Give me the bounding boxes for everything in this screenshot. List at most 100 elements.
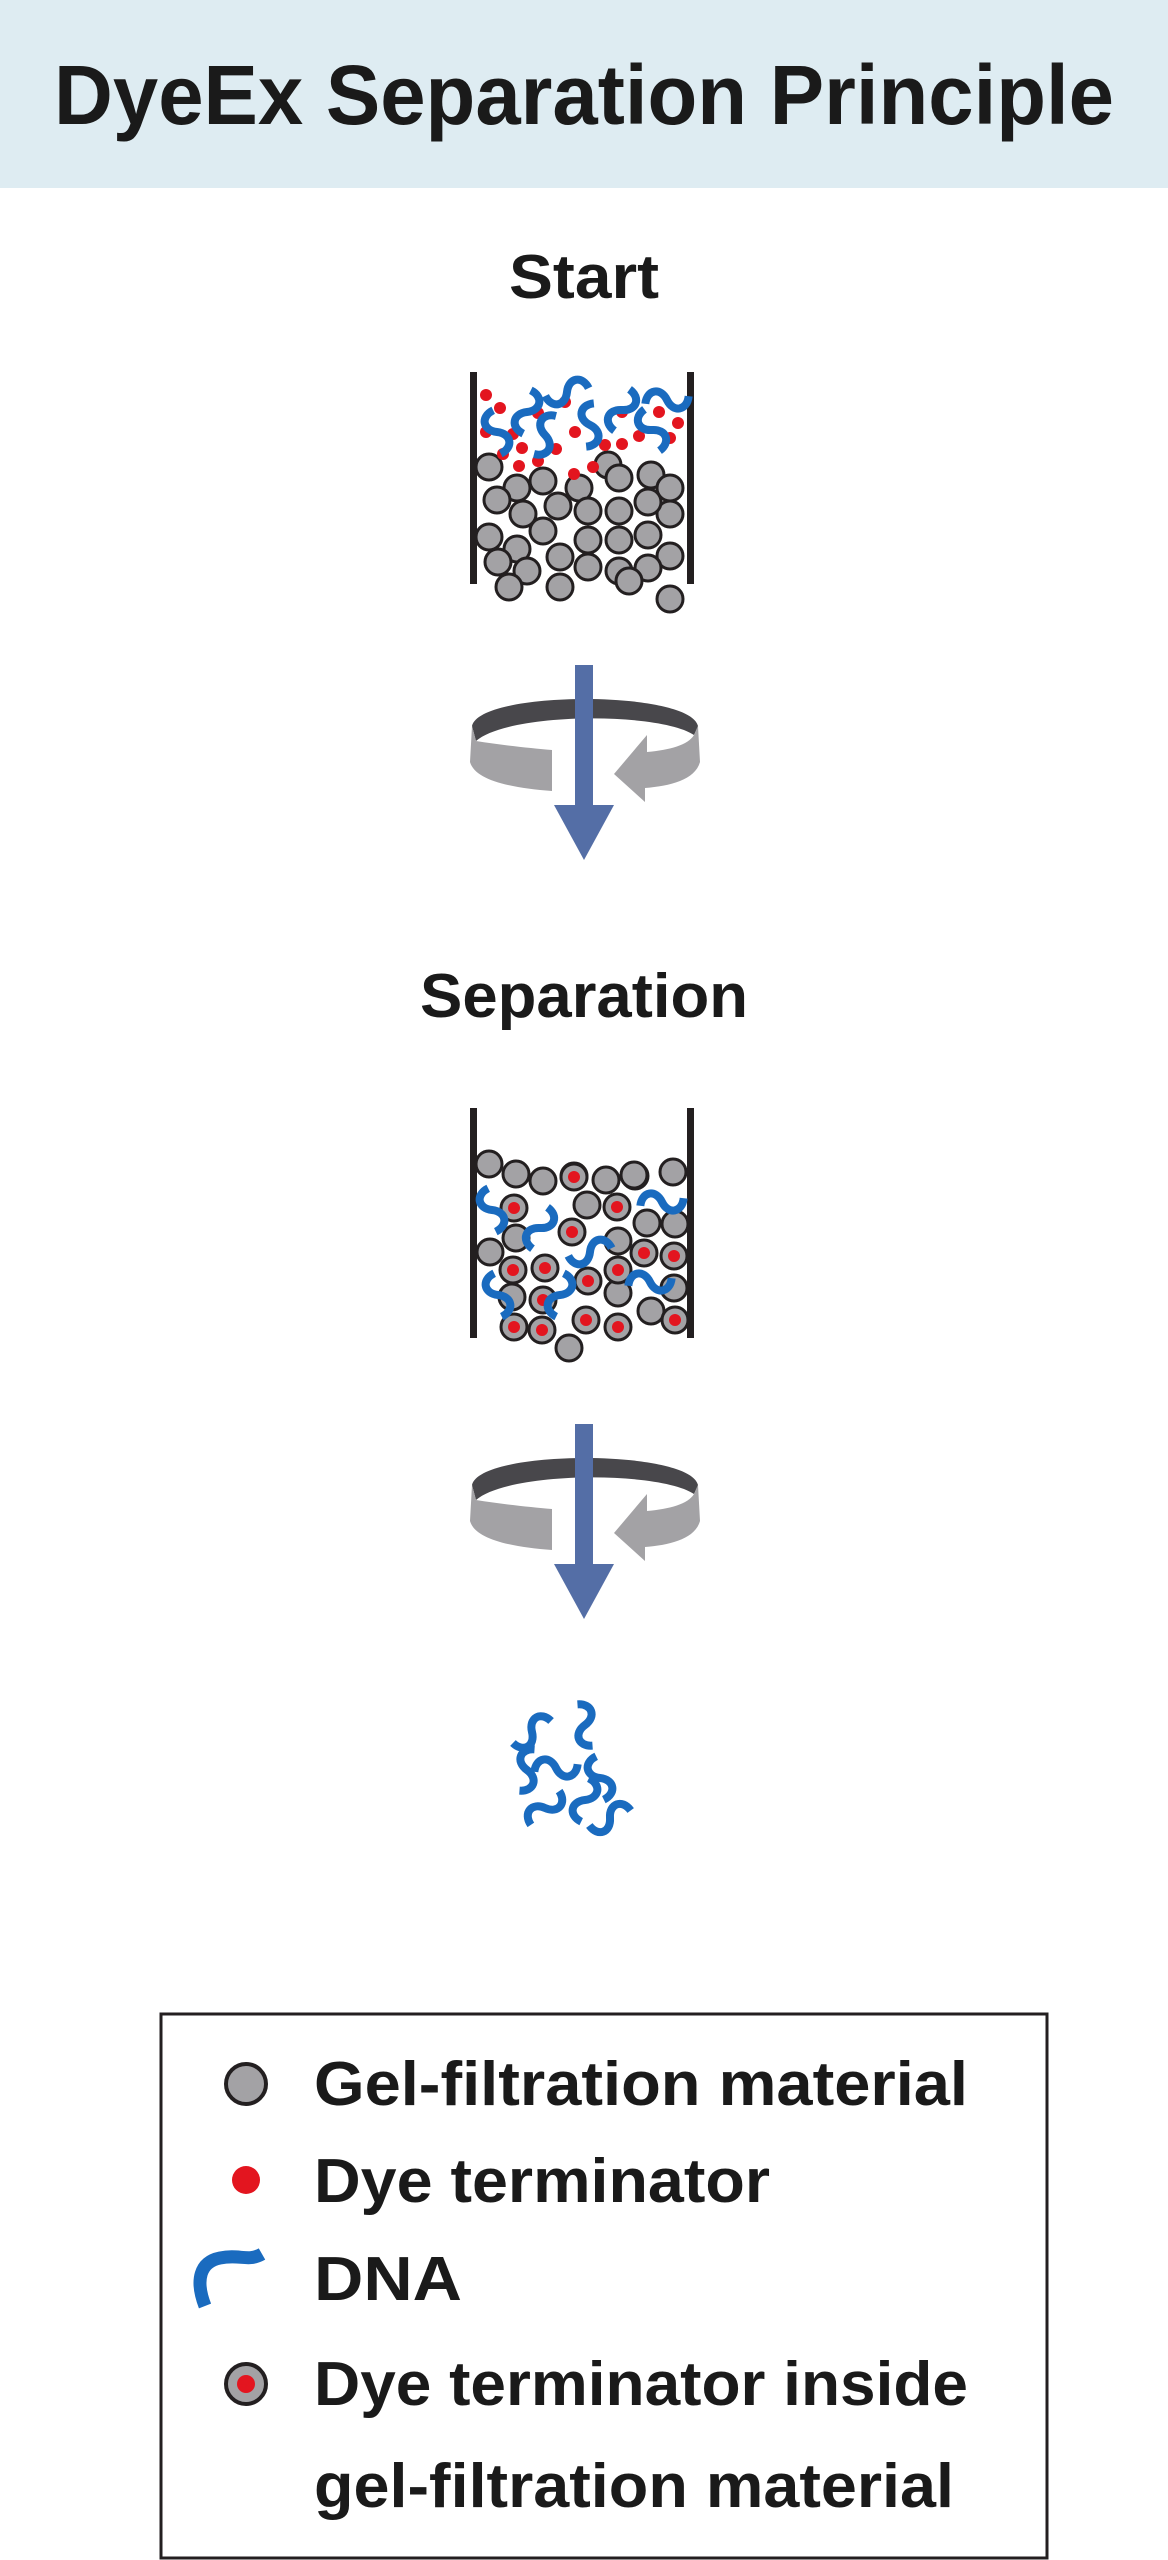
dna-strand xyxy=(641,387,693,413)
gel-bead xyxy=(633,520,663,550)
column-start xyxy=(470,372,694,614)
dye-dot xyxy=(582,1275,594,1287)
gel-bead xyxy=(545,572,575,602)
dna-strand xyxy=(564,1235,616,1269)
gel-bead xyxy=(632,1208,662,1238)
column-wall-right xyxy=(687,1108,694,1338)
gel-bead xyxy=(636,1296,666,1326)
column-wall-left xyxy=(470,372,477,584)
diagram-title: DyeEx Separation Principle xyxy=(54,48,1114,142)
gel-bead xyxy=(614,566,644,596)
dye-dot xyxy=(568,1171,580,1183)
ring-back xyxy=(472,699,698,741)
gel-bead xyxy=(483,547,513,577)
down-arrow-shaft xyxy=(575,1424,593,1566)
legend-label: Gel-filtration material xyxy=(314,2050,968,2119)
gel-bead xyxy=(573,496,603,526)
dye-dot-icon xyxy=(232,2166,260,2194)
gel-bead xyxy=(604,463,634,493)
dna-strand xyxy=(533,411,557,459)
dye-dot xyxy=(568,468,580,480)
dna-strand xyxy=(510,1712,554,1752)
dna-strand xyxy=(624,1269,676,1295)
dye-dot xyxy=(513,460,525,472)
down-arrow-head xyxy=(554,805,614,860)
dye-dot xyxy=(587,461,599,473)
legend-label: Dye terminator inside xyxy=(314,2350,968,2419)
legend-item-dye: Dye terminator xyxy=(232,2147,770,2216)
dye-dot xyxy=(599,439,611,451)
dye-dot xyxy=(508,1202,520,1214)
dna-strand xyxy=(480,406,514,458)
dye-dot xyxy=(611,1201,623,1213)
dna-strand xyxy=(633,406,671,454)
gel-bead xyxy=(604,525,634,555)
dna-strand xyxy=(521,1204,559,1252)
gel-bead xyxy=(508,499,538,529)
gel-bead xyxy=(572,1190,602,1220)
step-label-start: Start xyxy=(509,243,659,312)
dye-dot xyxy=(566,1226,578,1238)
column-wall-left xyxy=(470,1108,477,1338)
down-arrow-shaft xyxy=(575,665,593,807)
dna-strand xyxy=(636,1189,688,1215)
column-separation xyxy=(470,1108,694,1363)
ring-front-right-arrowhead xyxy=(614,1485,700,1561)
dna-strand xyxy=(568,1774,602,1826)
legend-label: Dye terminator xyxy=(314,2147,770,2216)
centrifuge-spin-arrow-1 xyxy=(470,665,700,860)
gel-bead xyxy=(474,522,504,552)
dye-dot xyxy=(536,1324,548,1336)
gel-bead xyxy=(655,499,685,529)
legend: Gel-filtration material Dye terminator D… xyxy=(159,2012,1049,2560)
gel-bead xyxy=(501,1159,531,1189)
centrifuge-spin-arrow-2 xyxy=(470,1424,700,1619)
legend-label-line2: gel-filtration material xyxy=(314,2452,954,2521)
ring-front-left xyxy=(470,726,552,791)
gel-bead xyxy=(660,1209,690,1239)
dye-dot xyxy=(516,442,528,454)
dye-dot xyxy=(612,1264,624,1276)
gel-bead xyxy=(474,1149,504,1179)
legend-item-dye-inside: Dye terminator inside gel-filtration mat… xyxy=(224,2350,968,2521)
dye-dot xyxy=(237,2375,255,2393)
ring-front-left xyxy=(470,1485,552,1550)
gel-bead xyxy=(655,584,685,614)
dye-dot xyxy=(539,1262,551,1274)
gel-bead xyxy=(494,572,524,602)
gel-bead xyxy=(658,1157,688,1187)
dye-dot xyxy=(612,1321,624,1333)
dna-strand xyxy=(603,386,641,434)
gel-bead xyxy=(528,1166,558,1196)
gel-bead xyxy=(528,516,558,546)
dye-dot xyxy=(507,1264,519,1276)
legend-label: DNA xyxy=(314,2245,462,2314)
dye-dot xyxy=(633,430,645,442)
gel-bead xyxy=(655,541,685,571)
gel-bead xyxy=(474,452,504,482)
dye-dot xyxy=(669,1314,681,1326)
gel-bead xyxy=(482,485,512,515)
dna-strand xyxy=(541,375,593,409)
dye-dot xyxy=(616,438,628,450)
dna-strand xyxy=(475,1184,509,1236)
gel-bead xyxy=(512,556,542,586)
gel-bead xyxy=(573,552,603,582)
dye-dot xyxy=(653,406,665,418)
gel-bead xyxy=(545,542,575,572)
dna-strand xyxy=(577,399,603,451)
dna-strand xyxy=(481,1269,515,1321)
ring-back xyxy=(472,1458,698,1500)
step-label-separation: Separation xyxy=(420,962,748,1031)
dna-strand xyxy=(586,1799,634,1837)
dye-dot xyxy=(668,1250,680,1262)
gel-bead xyxy=(554,1333,584,1363)
gel-bead xyxy=(543,491,573,521)
gel-bead xyxy=(619,1160,649,1190)
legend-item-gel: Gel-filtration material xyxy=(224,2050,968,2119)
dye-dot xyxy=(480,389,492,401)
column-wall-right xyxy=(687,372,694,584)
gel-bead xyxy=(591,1165,621,1195)
dna-strand xyxy=(574,1700,596,1750)
